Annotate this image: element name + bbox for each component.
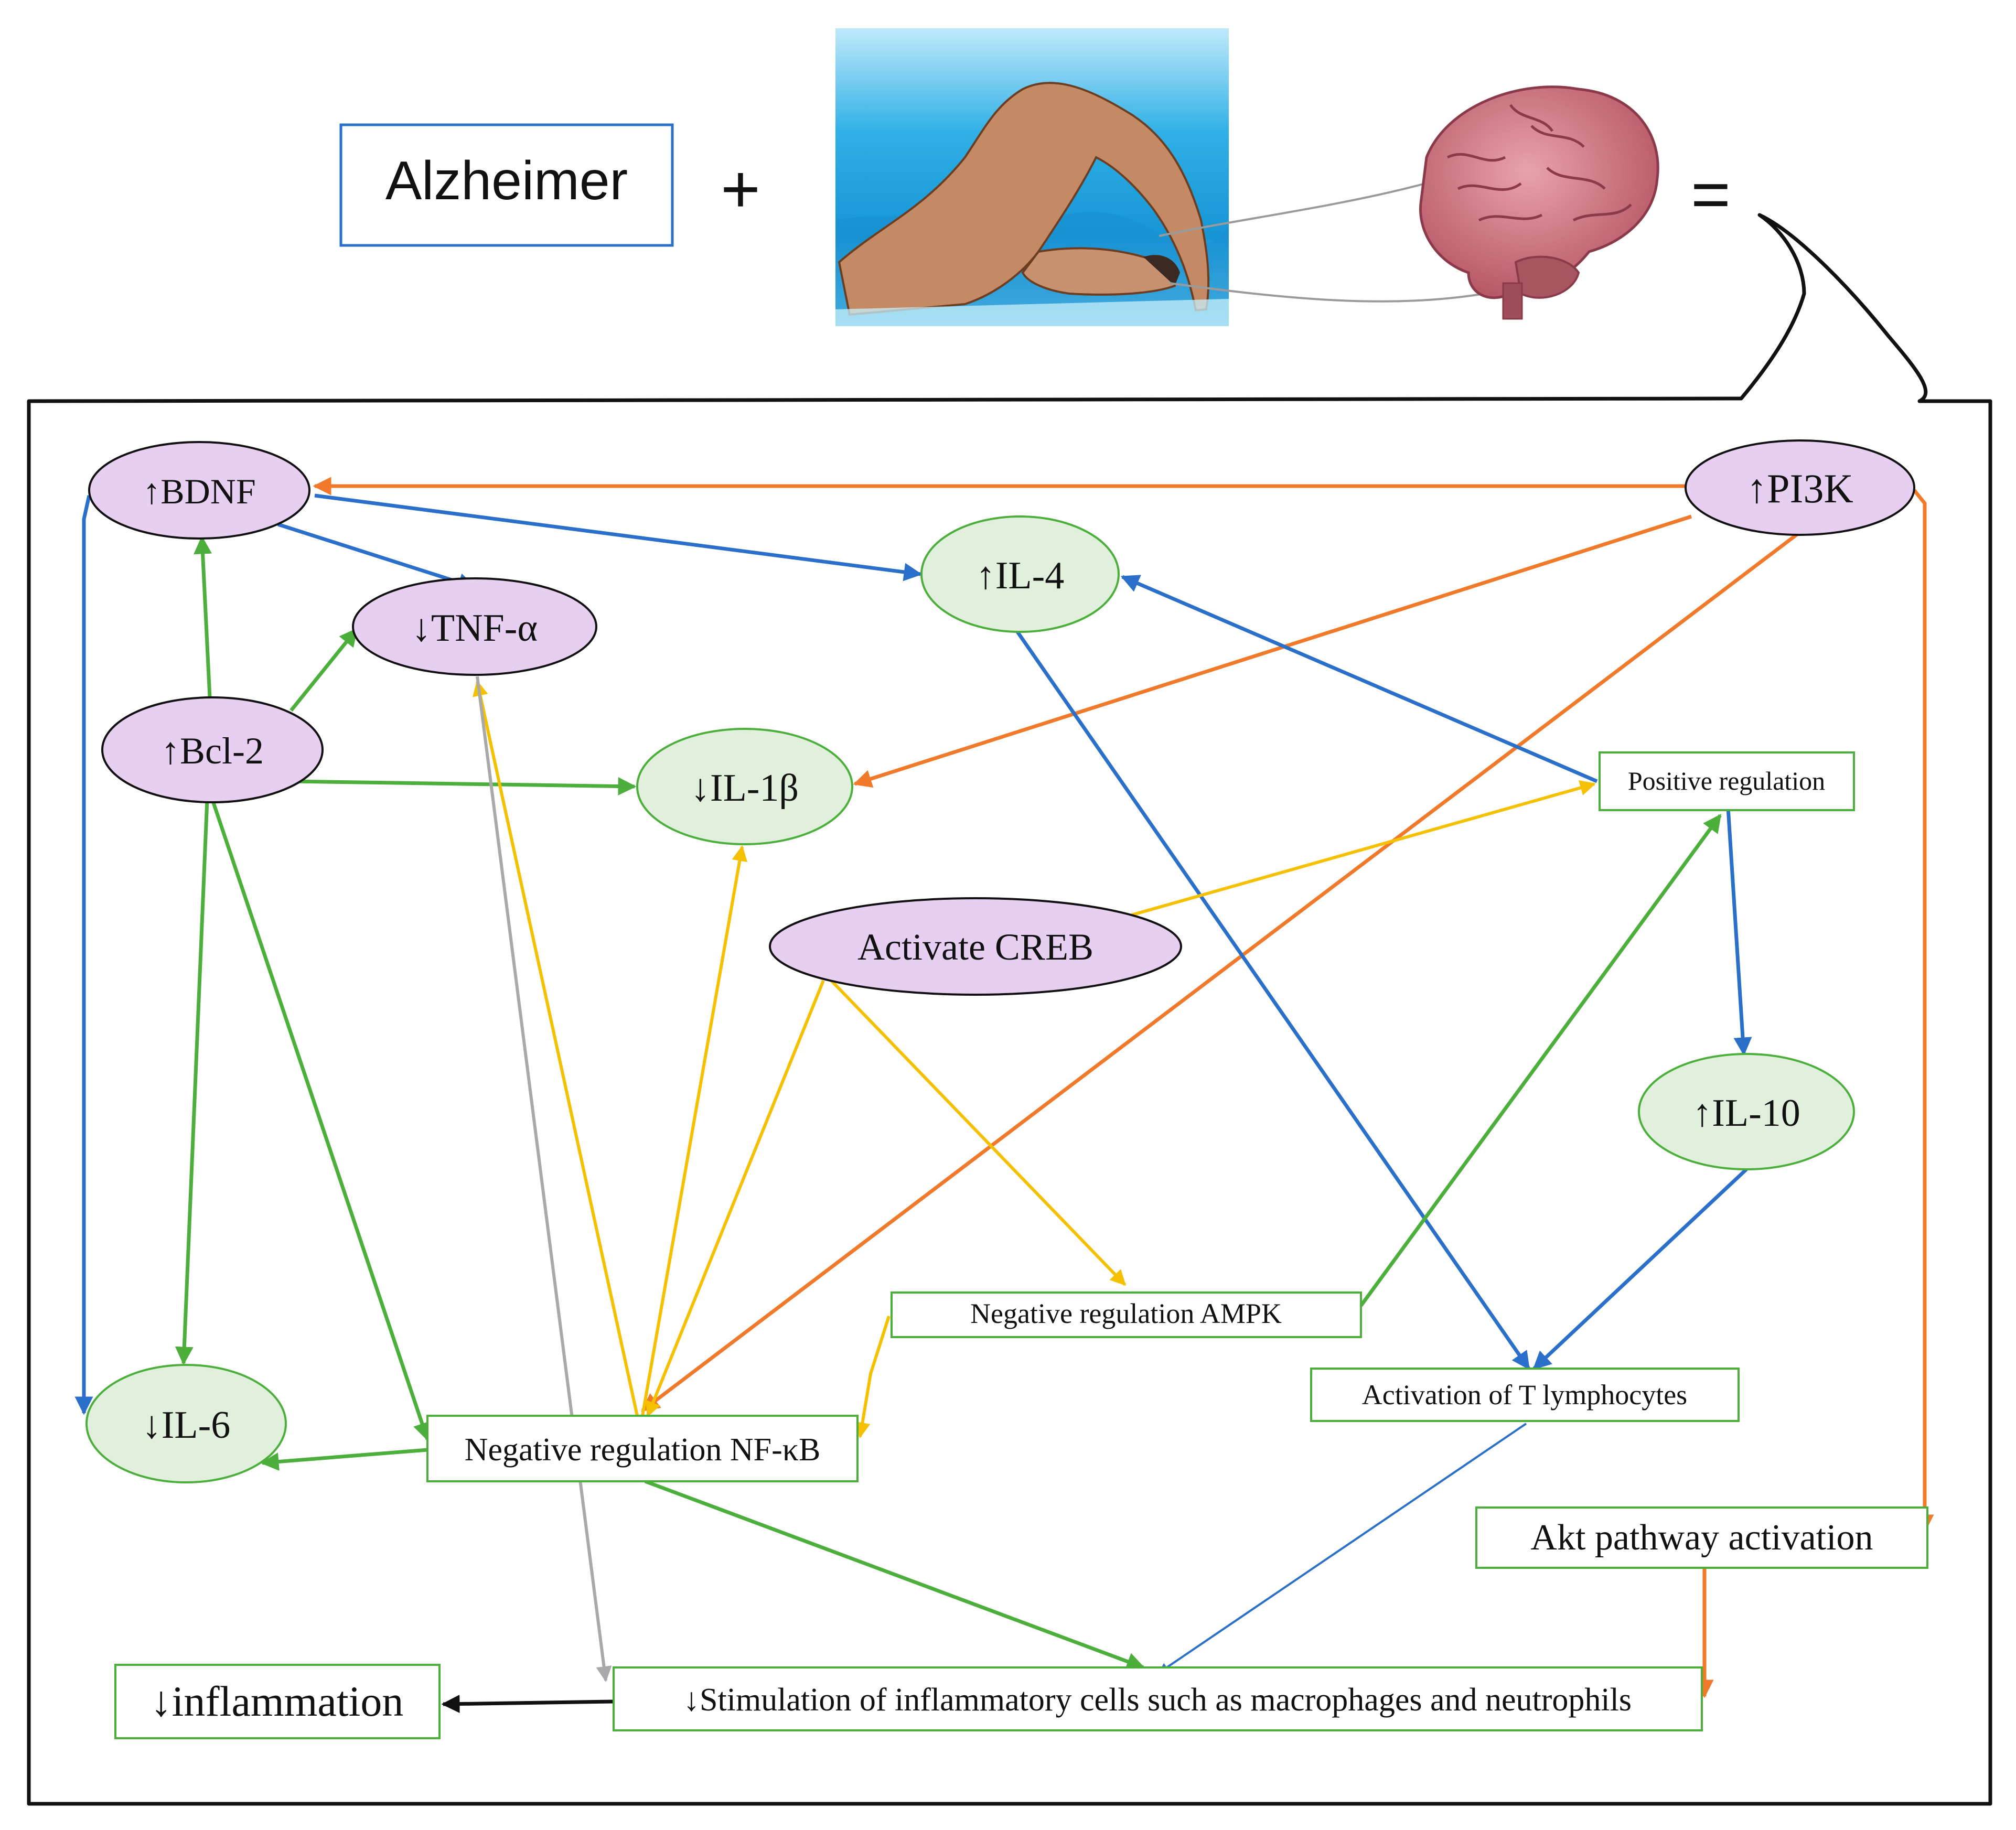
node-posreg-box xyxy=(1599,751,1855,811)
node-stimulation-box xyxy=(613,1666,1703,1731)
node-akt-label: Akt pathway activation xyxy=(1530,1517,1873,1558)
edge-il4-tlymph xyxy=(1016,631,1530,1370)
edge-tlymph-stimulation xyxy=(1158,1423,1527,1674)
edge-nfkb-il6 xyxy=(260,1448,428,1471)
edge-bcl2-il6 xyxy=(175,799,209,1365)
node-inflammation-label: ↓inflammation xyxy=(151,1677,404,1725)
edge-bcl2-bdnf xyxy=(194,535,212,698)
node-ampk-label: Negative regulation AMPK xyxy=(970,1298,1282,1329)
node-nfkb-box xyxy=(426,1415,859,1482)
node-bcl2-label: ↑Bcl-2 xyxy=(161,730,264,772)
edge-stimulation-inflammation xyxy=(441,1695,614,1714)
edge-tnf-stimulation xyxy=(476,676,612,1682)
node-il6-ellipse xyxy=(85,1364,287,1483)
edge-bdnf-il6 xyxy=(74,495,93,1415)
node-il6-label: ↓IL-6 xyxy=(142,1404,231,1447)
edge-posreg-il4 xyxy=(1120,575,1598,783)
edge-bdnf-tnf xyxy=(277,522,477,591)
node-il1b-label: ↓IL-1β xyxy=(691,767,799,810)
edge-bcl2-tnf xyxy=(289,628,358,712)
node-pi3k-ellipse xyxy=(1685,439,1915,536)
edge-pi3k-akt xyxy=(1913,489,1934,1533)
node-bdnf-ellipse xyxy=(88,441,310,540)
alzheimer-label: Alzheimer xyxy=(385,150,628,211)
node-il4-label: ↑IL-4 xyxy=(976,554,1065,597)
node-tnf-label: ↓TNF-α xyxy=(412,607,538,650)
edges xyxy=(74,477,1934,1714)
node-inflammation-box xyxy=(114,1664,441,1739)
callout-frame xyxy=(27,213,1992,1806)
edge-bcl2-nfkb xyxy=(210,799,431,1441)
edge-pi3k-nfkb xyxy=(641,531,1801,1412)
equals-sign: = xyxy=(1691,156,1731,232)
edge-ampk-nfkb xyxy=(854,1316,891,1438)
edge-ampk-posreg xyxy=(1359,814,1722,1307)
edge-il10-tlymph xyxy=(1532,1168,1748,1370)
edge-creb-ampk xyxy=(830,979,1127,1286)
edge-creb-nfkb xyxy=(646,979,825,1417)
edge-creb-posreg xyxy=(1122,780,1596,919)
alzheimer-box xyxy=(339,123,674,247)
edge-nfkb-il1b xyxy=(641,845,748,1416)
edge-nfkb-tnf xyxy=(473,680,639,1416)
node-pi3k-label: ↑PI3K xyxy=(1746,466,1853,511)
node-posreg-label: Positive regulation xyxy=(1628,766,1825,795)
node-bcl2-ellipse xyxy=(101,696,324,803)
node-il4-ellipse xyxy=(920,515,1120,633)
node-akt-box xyxy=(1475,1506,1928,1569)
edge-pi3k-il1b xyxy=(853,514,1692,788)
node-creb-ellipse xyxy=(769,897,1182,996)
edge-nfkb-stimulation xyxy=(644,1479,1145,1671)
node-il10-ellipse xyxy=(1638,1053,1855,1170)
node-stimulation-label: ↓Stimulation of inflammatory cells such … xyxy=(683,1682,1632,1718)
node-creb-label: Activate CREB xyxy=(857,926,1093,968)
node-il1b-ellipse xyxy=(636,728,853,845)
node-ampk-box xyxy=(891,1291,1362,1338)
swimmer-illustration xyxy=(835,28,1229,326)
brain-illustration xyxy=(1159,85,1659,320)
node-nfkb-label: Negative regulation NF-κB xyxy=(465,1432,821,1468)
node-il10-label: ↑IL-10 xyxy=(1692,1092,1800,1135)
node-bdnf-label: ↑BDNF xyxy=(143,471,255,511)
plus-sign: + xyxy=(721,150,760,227)
node-tnf-ellipse xyxy=(352,577,597,676)
edge-bcl2-il1b xyxy=(291,777,637,796)
node-tlymph-box xyxy=(1310,1368,1740,1422)
edge-bdnf-il4 xyxy=(314,493,923,582)
node-tlymph-label: Activation of T lymphocytes xyxy=(1362,1379,1687,1411)
edge-posreg-il10 xyxy=(1726,807,1752,1056)
